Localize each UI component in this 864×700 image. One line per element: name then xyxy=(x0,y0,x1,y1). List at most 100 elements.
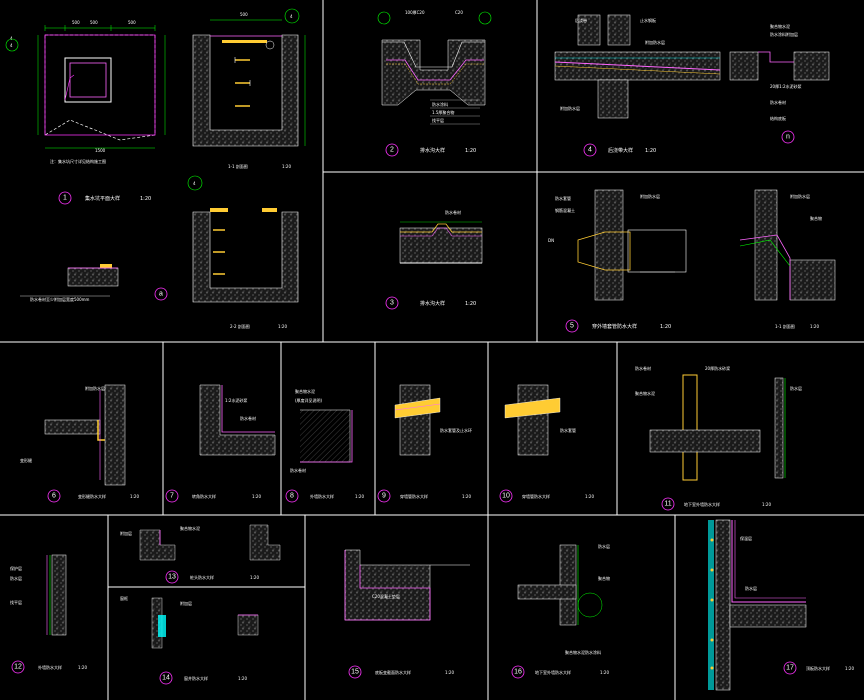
svg-text:防水套管: 防水套管 xyxy=(555,195,571,201)
svg-text:附加层: 附加层 xyxy=(120,530,132,536)
svg-text:防水卷材: 防水卷材 xyxy=(635,365,651,371)
svg-text:防水涂料: 防水涂料 xyxy=(432,101,448,107)
svg-text:1:20: 1:20 xyxy=(585,494,594,499)
detail-13-title: 桩头防水大样 xyxy=(190,574,214,580)
detail-a-number: a xyxy=(159,291,163,298)
svg-text:聚合物水泥: 聚合物水泥 xyxy=(770,23,790,29)
svg-text:防水卷材: 防水卷材 xyxy=(770,99,786,105)
detail-2-title: 排水沟大样 xyxy=(420,147,445,154)
svg-text:1:20: 1:20 xyxy=(810,324,819,329)
svg-text:1:20: 1:20 xyxy=(845,666,854,671)
svg-text:附加防水层: 附加防水层 xyxy=(560,105,580,111)
svg-text:钢筋混凝土: 钢筋混凝土 xyxy=(555,207,575,213)
svg-text:找平层: 找平层 xyxy=(10,599,22,605)
detail-6-number: 6 xyxy=(52,493,56,500)
svg-text:1:20: 1:20 xyxy=(252,494,261,499)
svg-text:500: 500 xyxy=(240,12,248,17)
svg-text:500: 500 xyxy=(90,20,98,25)
svg-text:500: 500 xyxy=(72,20,80,25)
svg-text:1:20: 1:20 xyxy=(462,494,471,499)
detail-a: 防水卷材至少附加层宽度500mm a xyxy=(20,264,168,302)
svg-text:防水卷材: 防水卷材 xyxy=(290,467,306,473)
detail-8: 聚合物水泥(厚度详见说明) 防水卷材 8 外墙防水大样 1:20 xyxy=(285,388,364,503)
detail-9: 防水套管及止水环 9 穿墙管防水大样 1:20 xyxy=(377,384,472,503)
detail-4-title: 后浇带大样 xyxy=(608,147,633,154)
detail-1-title: 集水坑平面大样 xyxy=(85,195,120,202)
svg-text:附加层: 附加层 xyxy=(180,600,192,606)
svg-text:保护层: 保护层 xyxy=(10,565,22,571)
svg-text:防水卷材: 防水卷材 xyxy=(240,415,256,421)
detail-5-title: 穿外墙套管防水大样 xyxy=(592,323,637,330)
svg-text:DN: DN xyxy=(548,238,554,243)
svg-text:1:20: 1:20 xyxy=(600,670,609,675)
svg-text:后浇带: 后浇带 xyxy=(575,17,587,23)
detail-8-number: 8 xyxy=(290,493,294,500)
svg-text:4: 4 xyxy=(10,36,13,41)
detail-9-title: 穿墙管防水大样 xyxy=(400,493,428,499)
svg-text:1:20: 1:20 xyxy=(465,301,476,307)
detail-11-number: 11 xyxy=(664,501,671,508)
detail-1b-section: 4 2-2 剖面图 1:20 xyxy=(187,175,299,329)
svg-text:1:20: 1:20 xyxy=(278,324,287,329)
svg-text:附加防水层: 附加防水层 xyxy=(645,39,665,45)
svg-text:聚合物: 聚合物 xyxy=(598,575,610,581)
svg-text:C20混凝土垫层: C20混凝土垫层 xyxy=(372,593,400,599)
svg-text:防水卷材至少附加层宽度500mm: 防水卷材至少附加层宽度500mm xyxy=(30,296,90,302)
svg-text:4: 4 xyxy=(193,181,196,186)
svg-text:聚合物水泥: 聚合物水泥 xyxy=(635,390,655,396)
detail-10-number: 10 xyxy=(502,493,510,500)
svg-text:1:20: 1:20 xyxy=(660,324,671,330)
svg-text:1:20: 1:20 xyxy=(355,494,364,499)
svg-text:止水钢板: 止水钢板 xyxy=(640,17,656,23)
detail-5-number: 5 xyxy=(570,323,574,330)
svg-text:1.5厚聚合物: 1.5厚聚合物 xyxy=(432,109,454,115)
detail-5b-title: 1-1 剖面图 xyxy=(775,323,795,329)
svg-text:附加防水层: 附加防水层 xyxy=(790,193,810,199)
detail-8-title: 外墙防水大样 xyxy=(310,493,334,499)
detail-15: C20混凝土垫层 15 底板变截面防水大样 1:20 xyxy=(344,549,470,679)
detail-16-title: 地下室外墙防水大样 xyxy=(535,669,571,675)
svg-text:防水套管及止水环: 防水套管及止水环 xyxy=(440,427,472,433)
detail-4-number: 4 xyxy=(588,147,592,154)
detail-7-number: 7 xyxy=(170,493,174,500)
detail-13-number: 13 xyxy=(168,574,176,581)
svg-text:聚合物水泥防水涂料: 聚合物水泥防水涂料 xyxy=(565,649,601,655)
detail-9-number: 9 xyxy=(382,493,386,500)
detail-10: 防水套管 10 穿墙管防水大样 1:20 xyxy=(499,384,594,503)
detail-10-title: 穿墙管防水大样 xyxy=(522,493,550,499)
svg-text:20厚1:2水泥砂浆: 20厚1:2水泥砂浆 xyxy=(770,83,802,89)
svg-text:找平层: 找平层 xyxy=(432,117,444,123)
svg-text:1:20: 1:20 xyxy=(250,575,259,580)
svg-text:1:20: 1:20 xyxy=(762,502,771,507)
svg-text:防水层: 防水层 xyxy=(745,585,757,591)
detail-1a-title: 1-1 剖面图 xyxy=(228,163,248,169)
detail-17-number: 17 xyxy=(786,665,794,672)
svg-text:1:20: 1:20 xyxy=(445,670,454,675)
svg-text:1:20: 1:20 xyxy=(130,494,139,499)
svg-text:100厚C20: 100厚C20 xyxy=(405,10,425,15)
detail-15-title: 底板变截面防水大样 xyxy=(375,669,411,675)
svg-text:1:20: 1:20 xyxy=(78,665,87,670)
svg-text:附加防水层: 附加防水层 xyxy=(640,193,660,199)
svg-text:C20: C20 xyxy=(455,10,463,15)
svg-text:聚合物: 聚合物 xyxy=(810,215,822,221)
detail-17-title: 顶板防水大样 xyxy=(806,665,830,671)
detail-4-band: 后浇带止水钢板 附加防水层 附加防水层 4 后浇带大样 1:20 xyxy=(554,14,721,157)
detail-14-number: 14 xyxy=(162,675,170,682)
svg-text:注：集水坑尺寸详见结构施工图: 注：集水坑尺寸详见结构施工图 xyxy=(50,158,106,164)
detail-2-number: 2 xyxy=(390,147,394,154)
detail-3-trench: 防水卷材 3 排水沟大样 1:20 xyxy=(385,209,483,310)
detail-15-number: 15 xyxy=(351,669,359,676)
detail-3-number: 3 xyxy=(390,300,394,307)
svg-text:防水层: 防水层 xyxy=(790,385,802,391)
